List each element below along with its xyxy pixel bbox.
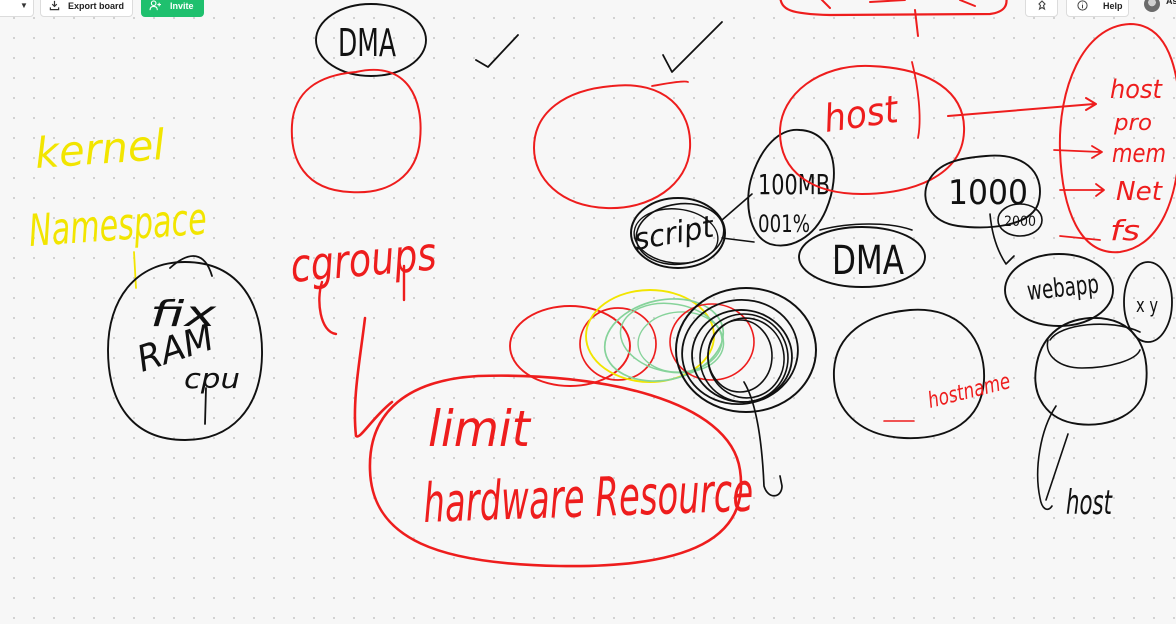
cgroups-descender-stroke [318,264,406,336]
red-circle-stroke [290,69,422,194]
oval-big-right [1034,317,1148,426]
webapp-note: webapp [1026,270,1101,307]
cpu-note: cpu [184,362,240,395]
oval-dma-mid [798,226,926,288]
list-host-note: host [1110,75,1163,105]
avatar[interactable] [1144,0,1160,12]
red-circle-cluster [509,305,631,387]
red-arrow-stroke [947,97,1097,117]
list-mem-note: mem [1112,139,1166,169]
cluster-arrow-stroke [743,381,783,497]
info-icon [1077,0,1088,11]
fix-note: fix [150,294,217,335]
red-oval-host-stroke [911,61,921,139]
checkmark-stroke [662,21,723,73]
dma-mid-note: DMA [832,238,904,284]
green-circle [603,298,725,382]
export-board-button[interactable]: Export board [40,0,133,17]
cpu-tail-stroke [204,387,207,425]
oval-dma-top [315,3,427,77]
checkmark-stroke [475,34,519,68]
oval-script-stroke [633,208,719,264]
assistant-button[interactable] [1025,0,1058,17]
limit-note: limit [428,400,532,458]
invite-button[interactable]: Invite [141,0,204,17]
cgroups-arrow-stroke [353,316,394,438]
help-button[interactable]: Help [1066,0,1129,17]
chevron-down-icon: ▼ [20,1,28,10]
script-link-stroke [721,193,755,243]
list-net-note: Net [1116,177,1163,207]
list-arrows-stroke [1053,145,1105,241]
1000-note: 1000 [948,173,1028,213]
download-icon [49,0,60,11]
oval-fix-ram [107,261,263,441]
oval-big-right-stroke [1046,323,1141,369]
hostname-note: hostname [925,369,1013,414]
kernel-note: kernel [33,120,166,178]
001-note: 001% [758,210,810,238]
export-board-label: Export board [68,0,125,11]
cgroups-note: cgroups [288,226,438,293]
oval-1000 [924,154,1041,229]
oval-100mb [747,129,835,247]
invite-label: Invite [170,0,194,11]
red-circle-cluster [579,307,657,381]
namespace-underline-stroke [133,251,137,289]
oval-2000 [997,203,1043,237]
red-oval-list [1058,23,1176,254]
oval-script [630,197,726,269]
oval-dma-mid-stroke [819,223,913,231]
help-label: Help [1103,0,1123,11]
red-circle-cluster [669,303,755,381]
add-user-icon [149,0,161,11]
red-oval-limit [368,374,743,568]
list-pro-note: pro [1113,111,1152,136]
red-circle-tail-stroke [651,80,689,87]
oval-tail-stroke [169,255,213,277]
user-name: As [1166,0,1176,6]
1000-arrow-stroke [989,213,1015,265]
black-circle [675,287,817,413]
red-scribble-stroke [820,0,976,37]
red-box-stroke [779,0,1008,17]
board-menu-button[interactable]: ▼ [0,0,34,17]
oval-hostname [833,308,985,439]
oval-xy [1123,261,1173,343]
list-fs-note: fs [1110,214,1140,247]
100mb-note: 100MB [758,168,830,201]
black-circle [699,313,789,403]
hardware-note: hardware Resource [422,461,754,535]
host-note: host [821,87,902,141]
oval-webapp [1004,253,1114,327]
black-circle [707,319,773,393]
namespace-note: Namespace [27,194,208,257]
black-circle [681,298,799,406]
2000-note: 2000 [1004,214,1036,230]
dma-top-note: DMA [338,21,396,65]
pin-icon [1037,0,1046,10]
red-oval-host [779,64,966,195]
host-arrow-stroke [1036,405,1069,511]
xy-note: x y [1136,293,1158,317]
green-circle [637,311,723,373]
host-bottom-note: host [1066,483,1113,523]
red-circle-stroke [533,84,692,210]
